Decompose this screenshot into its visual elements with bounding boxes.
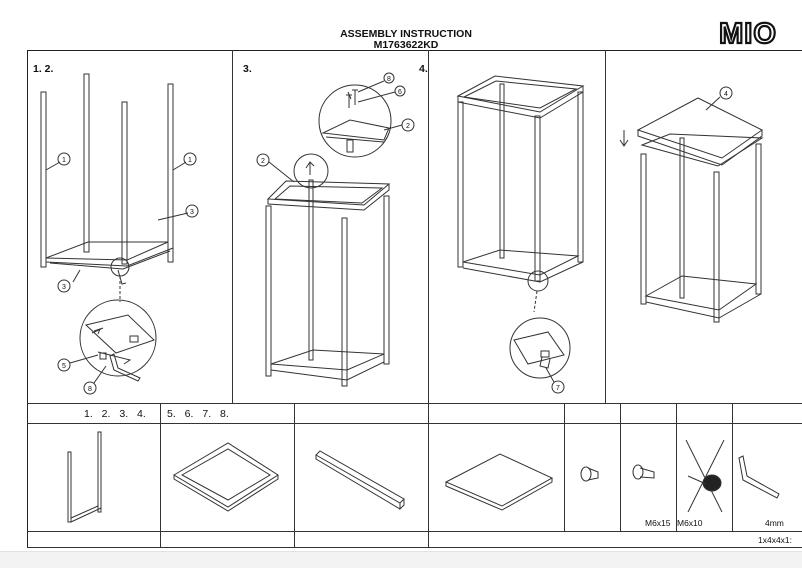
parts-header-left: 1. 2. 3. 4. — [84, 408, 146, 420]
divider-v3 — [605, 50, 606, 403]
divider-v1 — [232, 50, 233, 403]
callout-6 — [394, 85, 406, 97]
label-wrench-size: 4mm — [765, 518, 784, 528]
svg-text:5: 5 — [62, 363, 66, 370]
footer-band — [0, 551, 802, 568]
step-4-diagram-top: 4 — [619, 86, 764, 323]
callout-8b — [383, 72, 395, 84]
callout-3a — [185, 204, 199, 218]
brand-logo-text: MIO — [719, 18, 777, 50]
callout-4 — [719, 86, 733, 100]
parts-divider-4 — [620, 403, 621, 531]
parts-divider-2 — [294, 403, 295, 547]
parts-divider-5 — [676, 403, 677, 531]
callout-7 — [551, 380, 565, 394]
callout-8a — [83, 381, 97, 395]
label-m6x15: M6x15 — [645, 518, 671, 528]
svg-text:8: 8 — [88, 386, 92, 393]
svg-text:3: 3 — [190, 209, 194, 216]
svg-text:1: 1 — [188, 157, 192, 164]
callout-5 — [57, 358, 71, 372]
part-knob-crossed-icon — [685, 439, 725, 513]
callout-1a — [57, 152, 71, 166]
divider-h1 — [27, 403, 802, 404]
parts-header-right: 5. 6. 7. 8. — [167, 408, 229, 420]
leg-front-right — [121, 101, 128, 265]
svg-text:1: 1 — [62, 157, 66, 164]
divider-v2 — [428, 50, 429, 548]
detail-zoom-top — [318, 84, 392, 158]
part-frame — [173, 442, 279, 512]
divider-h2 — [27, 423, 802, 424]
part-legs — [67, 431, 102, 523]
step-label-4: 4. — [419, 63, 428, 75]
svg-text:7: 7 — [556, 385, 560, 392]
callout-3b — [57, 279, 71, 293]
step-1-2-diagram: 1 1 3 3 5 8 — [40, 73, 199, 395]
svg-text:4: 4 — [724, 91, 728, 98]
parts-divider-1 — [160, 403, 161, 547]
brand-logo: MIO — [718, 17, 777, 50]
part-tabletop — [444, 453, 554, 511]
part-bolt-m6x10-icon — [632, 464, 655, 480]
quantity-row: 1x4x4x1: — [758, 535, 793, 545]
divider-h4 — [27, 547, 802, 548]
step-label-3: 3. — [243, 63, 252, 75]
svg-text:8: 8 — [387, 76, 391, 83]
part-hex-key-icon — [738, 455, 780, 499]
bottom-frame — [45, 241, 169, 261]
svg-text:2: 2 — [406, 123, 410, 130]
detail-zoom-bottom — [509, 317, 571, 379]
label-m6x10: M6x10 — [677, 518, 703, 528]
svg-text:6: 6 — [398, 89, 402, 96]
divider-h3 — [27, 531, 802, 532]
part-bar — [315, 450, 405, 511]
leg-back-right — [167, 83, 174, 263]
leg-front-left — [40, 91, 47, 268]
detail-zoom — [79, 299, 157, 377]
step-3-diagram: 8 6 2 2 — [256, 72, 415, 387]
document-title: ASSEMBLY INSTRUCTION M1763622KD — [300, 29, 512, 51]
frame-top — [456, 75, 585, 113]
step-4-diagram-frame: 7 — [456, 75, 585, 394]
svg-text:2: 2 — [261, 158, 265, 165]
parts-divider-3 — [564, 403, 565, 531]
model-number: M1763622KD — [373, 39, 439, 51]
step-label-1-2: 1. 2. — [33, 63, 54, 75]
page-frame — [27, 50, 802, 548]
part-bolt-m6x15-icon — [580, 466, 599, 482]
title-text: ASSEMBLY INSTRUCTION — [340, 28, 472, 40]
callout-2b — [256, 153, 270, 167]
svg-text:3: 3 — [62, 284, 66, 291]
leg-back-left — [83, 73, 90, 253]
callout-1b — [183, 152, 197, 166]
parts-divider-6 — [732, 403, 733, 531]
